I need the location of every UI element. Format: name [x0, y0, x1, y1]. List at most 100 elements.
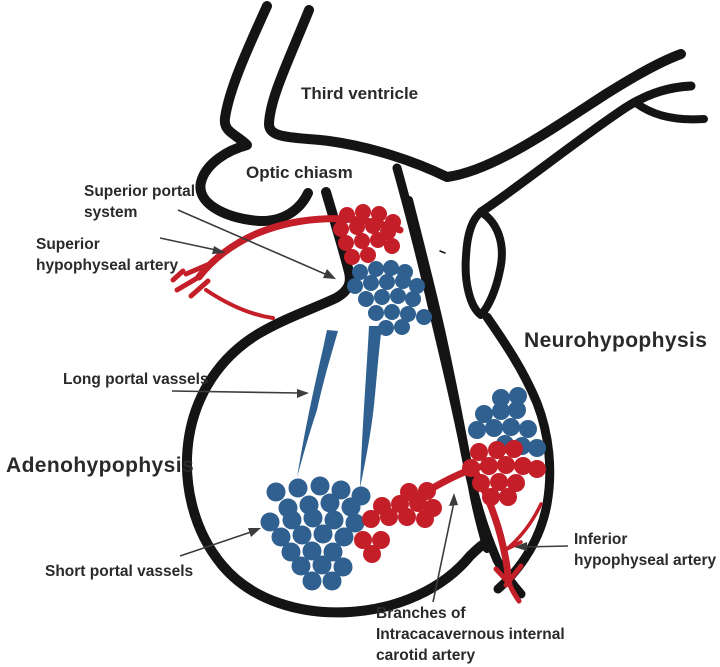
- vessel-dot: [310, 476, 330, 496]
- vessel-dot: [354, 233, 370, 249]
- superior-artery-arrow-flourish: [170, 259, 217, 299]
- vessel-dot: [358, 291, 374, 307]
- vessel-dot: [416, 510, 434, 528]
- label-short-portal-vassels: Short portal vassels: [45, 563, 193, 580]
- vessel-dot: [472, 474, 490, 492]
- vessel-dot: [514, 457, 532, 475]
- vessel-dot: [323, 542, 343, 562]
- long-portal-vessels: [297, 326, 382, 488]
- label-third-ventricle: Third ventricle: [301, 84, 418, 103]
- label-branches-carotid: Branches of Intracacavernous internal ca…: [376, 605, 569, 664]
- vessel-dot: [383, 260, 399, 276]
- third-ventricle-wall-line: [264, 5, 686, 182]
- vessel-dot: [499, 488, 517, 506]
- vessel-dot: [339, 207, 355, 223]
- vessel-dot: [282, 510, 302, 530]
- vessel-dot: [271, 527, 291, 547]
- vessel-dot: [379, 274, 395, 290]
- vessel-dot: [519, 420, 537, 438]
- vessel-dot: [341, 497, 361, 517]
- pointer-superior-hypophyseal-artery: [159, 237, 226, 254]
- vessel-dot: [331, 480, 351, 500]
- infundibular-recess-loop: [461, 208, 506, 319]
- neuro-red-dots: [462, 440, 546, 506]
- vessel-dot: [349, 219, 365, 235]
- superior-portal-red-dots: [333, 204, 401, 265]
- vessel-dot: [416, 309, 432, 325]
- vessel-dot: [409, 494, 427, 512]
- vessel-dot: [352, 264, 368, 280]
- vessel-dot: [508, 401, 526, 419]
- vessel-dot: [372, 531, 390, 549]
- vessel-dot: [488, 441, 506, 459]
- vessel-dot: [288, 478, 308, 498]
- short-portal-blue-dots: [260, 476, 371, 591]
- vessel-dot: [338, 235, 354, 251]
- brain-outline-group: [195, 1, 708, 319]
- vessel-dot: [380, 508, 398, 526]
- vessel-dot: [384, 238, 400, 254]
- tuber-cinereum-line: [476, 81, 696, 217]
- inferior-artery-arrow-flourish: [493, 563, 524, 604]
- vessel-dot: [360, 247, 376, 263]
- vessel-dot: [370, 232, 386, 248]
- vessel-dot: [292, 525, 312, 545]
- vessel-dot: [509, 387, 527, 405]
- vessel-dot: [378, 320, 394, 336]
- inferior-artery-thin-branch: [505, 502, 543, 551]
- vessel-dot: [371, 206, 387, 222]
- label-optic-chiasm: Optic chiasm: [246, 163, 353, 182]
- pointer-short-portal-vassels: [179, 528, 261, 557]
- vessel-dot: [303, 508, 323, 528]
- label-neurohypophysis: Neurohypophysis: [524, 329, 707, 352]
- vessel-dot: [505, 440, 523, 458]
- vessel-dot: [475, 405, 493, 423]
- vessel-dot: [384, 304, 400, 320]
- vessel-dot: [398, 508, 416, 526]
- vessel-dot: [334, 527, 354, 547]
- stray-mark: [439, 250, 446, 254]
- pointer-superior-portal-system: [177, 209, 336, 279]
- vessel-dot: [507, 474, 525, 492]
- vessel-dot: [362, 510, 380, 528]
- vessel-dot: [480, 457, 498, 475]
- vessel-dot: [492, 389, 510, 407]
- vessel-dot: [281, 542, 301, 562]
- neurohypophysis-outline: [482, 312, 555, 594]
- vessel-dot: [302, 541, 322, 561]
- stalk-blue-dots: [347, 260, 432, 336]
- vessel-dot: [345, 513, 365, 533]
- hypothalamus-outer-line: [195, 1, 313, 227]
- vessel-dot: [266, 482, 286, 502]
- vessel-dot: [344, 249, 360, 265]
- label-inferior-hypophyseal-artery: Inferior hypophyseal artery: [574, 531, 717, 569]
- label-long-portal-vassels: Long portal vassels: [63, 371, 209, 388]
- vessel-dot: [368, 261, 384, 277]
- pointer-branches-carotid: [432, 493, 458, 603]
- vessel-dot: [355, 204, 371, 220]
- vessel-dot: [354, 531, 372, 549]
- pointer-inferior-hypophyseal-artery: [514, 542, 569, 551]
- vessel-dot: [347, 278, 363, 294]
- vessel-dot: [394, 319, 410, 335]
- label-adenohypophysis: Adenohypophysis: [6, 454, 194, 477]
- long-portal-vessel-left: [297, 330, 338, 478]
- vessel-dot: [320, 493, 340, 513]
- vessel-dot: [502, 418, 520, 436]
- vessel-dot: [405, 291, 421, 307]
- vessel-dot: [374, 289, 390, 305]
- vessel-dot: [528, 439, 546, 457]
- vessel-dot: [409, 278, 425, 294]
- vessel-dot: [468, 421, 486, 439]
- vessel-dot: [313, 524, 333, 544]
- vessel-dot: [333, 557, 353, 577]
- vessel-dot: [492, 402, 510, 420]
- label-superior-hypophyseal-artery: Superior hypophyseal artery: [36, 236, 179, 274]
- superior-hypophyseal-artery-path: [195, 215, 404, 281]
- vessel-dot: [324, 510, 344, 530]
- vessel-dot: [302, 571, 322, 591]
- vessel-dot: [490, 473, 508, 491]
- vessel-dot: [528, 460, 546, 478]
